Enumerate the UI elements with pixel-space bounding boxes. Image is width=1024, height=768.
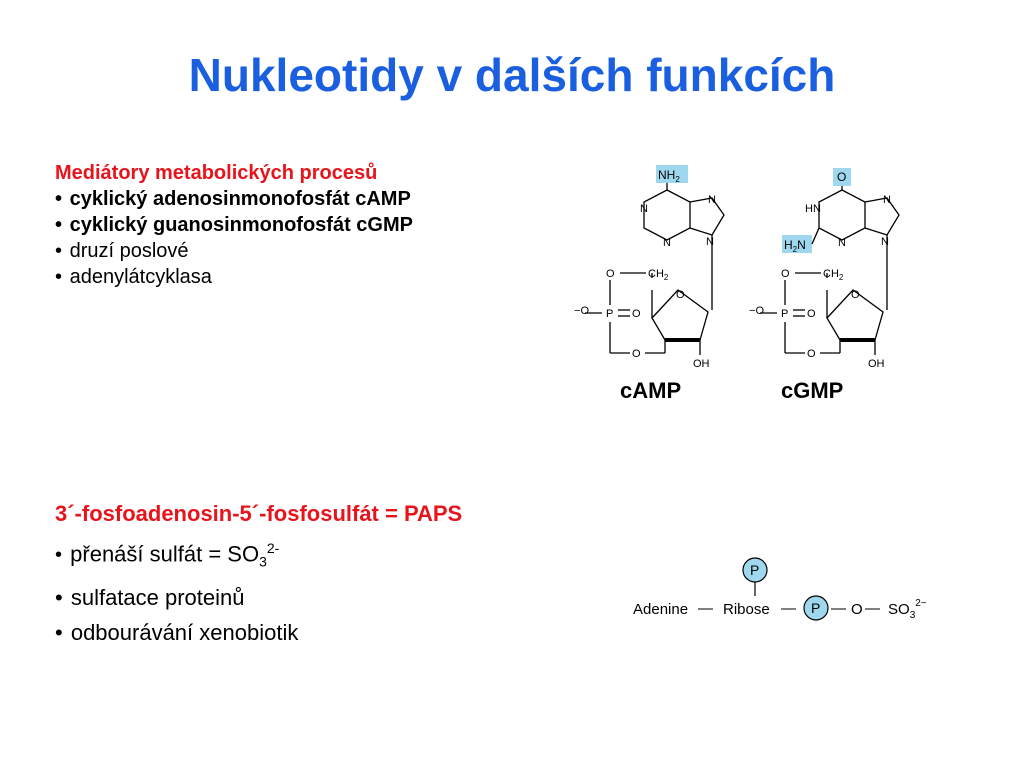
paps-section: 3´-fosfoadenosin-5´-fosfosulfát = PAPS •… [55, 496, 462, 650]
n-label: N [881, 236, 889, 248]
list-item: • odbourávání xenobiotik [55, 619, 299, 645]
h2n-highlight [782, 235, 812, 253]
ch2-label: CH2 [648, 268, 669, 282]
dash: — [698, 600, 713, 617]
list-item: • adenylátcyklasa [55, 266, 212, 288]
o-label: O [837, 170, 846, 184]
ribose-label: Ribose [723, 601, 770, 618]
oh-label: OH [693, 358, 710, 370]
list-item: • cyklický adenosinmonofosfát cAMP [55, 188, 411, 210]
nh2-label: NH2 [658, 168, 680, 184]
dash: — [831, 600, 846, 617]
adenine-label: Adenine [633, 601, 688, 618]
bond [811, 227, 820, 245]
o-label: O [606, 268, 615, 280]
camp-cgmp-structures: NH2 N N N N O CH2 O P O −O O OH O HN N N… [574, 165, 900, 370]
o-highlight [833, 168, 851, 186]
dash: — [865, 600, 880, 617]
minus-o-label: −O [574, 305, 589, 317]
n-label: N [640, 203, 648, 215]
mediators-heading: Mediátory metabolických procesů [55, 162, 378, 184]
o-label: O [632, 308, 641, 320]
n-label: N [706, 236, 714, 248]
p-label: P [606, 308, 613, 320]
minus-o-label: −O [749, 305, 764, 317]
list-item: • přenáší sulfát = SO32- [55, 540, 280, 570]
hn-label: HN [805, 203, 821, 215]
camp-label: cAMP [620, 378, 682, 403]
p-label: P [781, 308, 788, 320]
ch2-label: CH2 [823, 268, 844, 282]
list-item: • cyklický guanosinmonofosfát cGMP [55, 214, 413, 236]
sulfate-label: SO32− [888, 598, 927, 621]
cgmp-label: cGMP [781, 378, 844, 403]
list-item: • druzí poslové [55, 240, 189, 262]
oh-label: OH [868, 358, 885, 370]
slide-title: Nukleotidy v dalších funkcích [188, 49, 836, 101]
o-label: O [807, 308, 816, 320]
paps-heading: 3´-fosfoadenosin-5´-fosfosulfát = PAPS [55, 501, 463, 526]
mediators-section: Mediátory metabolických procesů • cyklic… [55, 160, 413, 290]
p-label: P [811, 600, 820, 616]
n-label: N [838, 237, 846, 249]
list-item: • sulfatace proteinů [55, 584, 245, 610]
o-label: O [851, 601, 863, 618]
nh2-highlight [656, 165, 688, 183]
h2n-label: H2N [784, 238, 806, 254]
n-label: N [663, 237, 671, 249]
phosphate-circle [803, 595, 829, 621]
o-label: O [632, 348, 641, 360]
p-label: P [750, 562, 759, 578]
o-label: O [851, 289, 860, 301]
o-label: O [676, 289, 685, 301]
dash: — [781, 600, 796, 617]
o-label: O [781, 268, 790, 280]
n-label: N [708, 194, 716, 206]
n-label: N [883, 194, 891, 206]
paps-diagram: P Adenine — Ribose — P — O — SO32− [633, 557, 927, 621]
o-label: O [807, 348, 816, 360]
